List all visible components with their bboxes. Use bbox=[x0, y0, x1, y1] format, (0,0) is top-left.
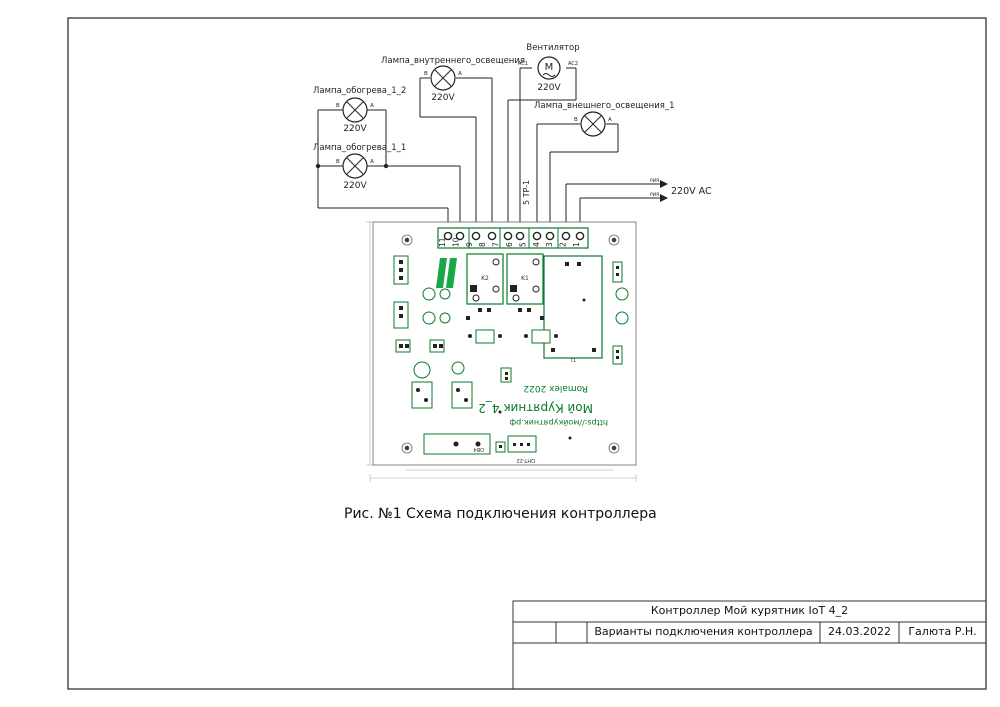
terminal-screw bbox=[575, 231, 585, 241]
figure-caption: Рис. №1 Схема подключения контроллера bbox=[344, 506, 657, 522]
outer-lamp-label: Лампа_внешнего_освещения_1 bbox=[534, 101, 675, 111]
outer-lamp-pin-a: A bbox=[608, 117, 612, 123]
relay-k1-label: K1 bbox=[521, 275, 529, 282]
heat-lamp-1-pin-b: B bbox=[336, 159, 340, 165]
inner-lamp-pin-b: B bbox=[424, 71, 428, 77]
outer-lamp-pin-b: B bbox=[574, 117, 578, 123]
pads bbox=[416, 266, 619, 448]
inner-lamp bbox=[430, 65, 456, 91]
heat-lamp-1 bbox=[342, 153, 368, 179]
inner-lamp-label: Лампа_внутреннего_освещения bbox=[381, 56, 525, 66]
relay-k2-label: K2 bbox=[481, 275, 489, 282]
terminal-screw bbox=[545, 231, 555, 241]
terminal-number: 6 bbox=[505, 242, 514, 247]
terminal-number: 5 bbox=[518, 242, 527, 247]
board-logo bbox=[436, 258, 457, 288]
terminal-number: 11 bbox=[438, 237, 447, 247]
wiring bbox=[317, 67, 660, 232]
title-block-title: Контроллер Мой курятник IoT 4_2 bbox=[650, 604, 849, 617]
heat-lamp-2-label: Лампа_обогрева_1_2 bbox=[313, 86, 406, 96]
title-block-date: 24.03.2022 bbox=[828, 625, 891, 638]
relay-big-label: T1 bbox=[569, 358, 576, 364]
terminal-number: 7 bbox=[492, 242, 501, 247]
terminal-number: 9 bbox=[465, 242, 474, 247]
terminal-screw bbox=[471, 231, 481, 241]
terminal-number: 3 bbox=[545, 242, 554, 247]
terminal-number: 1 bbox=[572, 242, 581, 247]
heat-lamp-2-pin-a: A bbox=[370, 103, 374, 109]
terminal-screw bbox=[561, 231, 571, 241]
sensor-lead-label: 5 TP-1 bbox=[522, 180, 531, 205]
supply-tag-1: РИЯ bbox=[650, 178, 659, 184]
supply-tag-2: РИЯ bbox=[650, 192, 659, 198]
fan-symbol: M bbox=[545, 62, 554, 73]
heat-lamp-2 bbox=[342, 97, 368, 123]
heat-lamp-1-label: Лампа_обогрева_1_1 bbox=[313, 143, 406, 153]
fan-voltage: 220V bbox=[537, 83, 561, 93]
board-title-mirrored: Мой Курятник 4_2 bbox=[478, 401, 593, 415]
supply-arrows bbox=[660, 180, 668, 202]
terminal-screw bbox=[532, 231, 542, 241]
board-url-mirrored: https://мойкурятник.рф bbox=[509, 418, 608, 427]
supply-label: 220V AC bbox=[671, 186, 712, 197]
fan-label: Вентилятор bbox=[526, 43, 579, 53]
inner-lamp-voltage: 220V bbox=[431, 93, 455, 103]
inner-lamp-pin-a: A bbox=[458, 71, 462, 77]
terminal-number: 4 bbox=[532, 242, 541, 247]
board-ob4-tag: OB4 bbox=[473, 446, 484, 452]
terminal-screw bbox=[515, 231, 525, 241]
mounting-holes bbox=[401, 234, 620, 454]
title-block bbox=[512, 600, 987, 690]
heat-lamp-2-voltage: 220V bbox=[343, 124, 367, 134]
title-block-subtitle: Варианты подключения контроллера bbox=[594, 625, 813, 638]
terminal-screw bbox=[503, 231, 513, 241]
terminal-screws bbox=[443, 231, 585, 241]
heat-lamp-2-pin-b: B bbox=[336, 103, 340, 109]
title-block-author: Галюта Р.Н. bbox=[908, 625, 977, 638]
terminal-number: 2 bbox=[559, 242, 568, 247]
header-pins bbox=[399, 260, 443, 348]
fan-pin-1: AC1 bbox=[518, 61, 528, 67]
heat-lamp-1-pin-a: A bbox=[370, 159, 374, 165]
fan-motor bbox=[537, 56, 561, 80]
outer-lamp bbox=[580, 111, 606, 137]
terminal-screw bbox=[487, 231, 497, 241]
terminal-screw bbox=[455, 231, 465, 241]
terminal-number: 8 bbox=[478, 242, 487, 247]
terminal-number: 10 bbox=[451, 237, 460, 247]
relay-k1 bbox=[506, 253, 544, 305]
junction-dots bbox=[315, 163, 389, 169]
heat-lamp-1-voltage: 220V bbox=[343, 181, 367, 191]
board-sensor-tag: DHT-22 bbox=[517, 457, 535, 463]
terminal-screw bbox=[443, 231, 453, 241]
board-author-mirrored: Romalex 2022 bbox=[523, 383, 588, 393]
relay-k2 bbox=[466, 253, 504, 305]
relay-big bbox=[543, 255, 603, 359]
fan-pin-2: AC2 bbox=[568, 61, 578, 67]
